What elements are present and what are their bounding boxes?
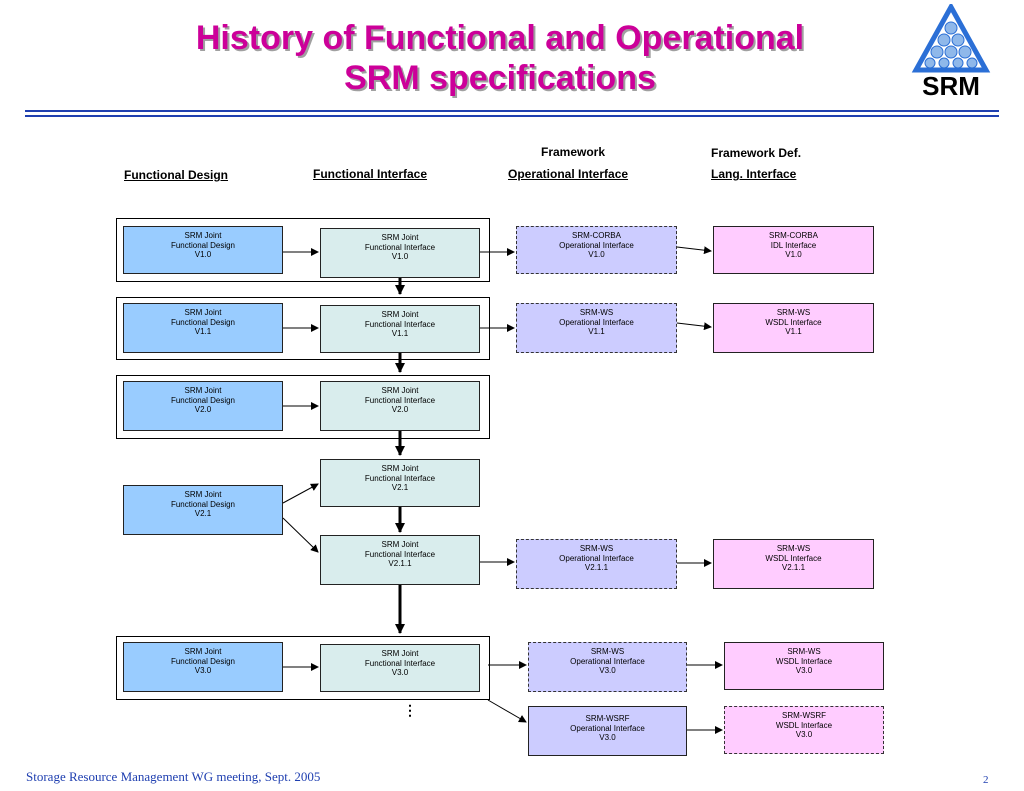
- group-v3-0: [116, 636, 490, 700]
- box-functional-design-v3-0: SRM Joint Functional Design V3.0: [123, 642, 283, 692]
- box-functional-design-v2-0: SRM Joint Functional Design V2.0: [123, 381, 283, 431]
- title-line-1: History of Functional and Operational: [195, 19, 805, 57]
- header-functional-design: Functional Design: [124, 168, 229, 182]
- box-functional-interface-v2-0: SRM Joint Functional Interface V2.0: [320, 381, 480, 431]
- arrow-fd-fi-v2-1-1: [282, 517, 319, 553]
- title-rule-bottom: [25, 115, 999, 117]
- arrow-fd-fi-v2-1: [282, 483, 319, 504]
- header-functional-interface: Functional Interface: [313, 167, 428, 181]
- box-functional-interface-v1-0: SRM Joint Functional Interface V1.0: [320, 228, 480, 278]
- box-srm-ws-wsdl-v1-1: SRM-WS WSDL Interface V1.1: [713, 303, 874, 353]
- header-operational-interface: Operational Interface: [508, 167, 629, 181]
- box-functional-interface-v1-1: SRM Joint Functional Interface V1.1: [320, 305, 480, 353]
- page-title: History of Functional and Operational SR…: [150, 18, 850, 98]
- box-srm-corba-operational-v1-0: SRM-CORBA Operational Interface V1.0: [516, 226, 677, 274]
- box-functional-interface-v2-1: SRM Joint Functional Interface V2.1: [320, 459, 480, 507]
- logo-text: SRM: [922, 71, 980, 100]
- page-number: 2: [983, 774, 989, 786]
- box-srm-corba-idl-v1-0: SRM-CORBA IDL Interface V1.0: [713, 226, 874, 274]
- box-srm-ws-wsdl-v3-0: SRM-WS WSDL Interface V3.0: [724, 642, 884, 690]
- box-srm-wsrf-operational-v3-0: SRM-WSRF Operational Interface V3.0: [528, 706, 687, 756]
- box-functional-interface-v3-0: SRM Joint Functional Interface V3.0: [320, 644, 480, 692]
- box-srm-ws-operational-v3-0: SRM-WS Operational Interface V3.0: [528, 642, 687, 692]
- header-lang-interface: Lang. Interface: [711, 167, 797, 181]
- header-framework-def: Framework Def.: [711, 146, 802, 160]
- box-functional-interface-v2-1-1: SRM Joint Functional Interface V2.1.1: [320, 535, 480, 585]
- arrow-op-li-v1-0: [676, 246, 712, 255]
- title-line-2: SRM specifications: [344, 59, 656, 97]
- arrow-fi-wsrf-v3-0: [487, 699, 527, 723]
- box-srm-wsrf-wsdl-v3-0: SRM-WSRF WSDL Interface V3.0: [724, 706, 884, 754]
- continuation-ellipsis: ⋮: [403, 702, 417, 718]
- group-v1-0: [116, 218, 490, 282]
- box-functional-design-v1-0: SRM Joint Functional Design V1.0: [123, 226, 283, 274]
- box-srm-ws-operational-v2-1-1: SRM-WS Operational Interface V2.1.1: [516, 539, 677, 589]
- title-rule-top: [25, 110, 999, 112]
- header-framework: Framework: [541, 145, 606, 159]
- arrow-op-li-v1-1: [676, 322, 712, 331]
- group-v2-0: [116, 375, 490, 439]
- footer-text: Storage Resource Management WG meeting, …: [26, 769, 321, 784]
- box-srm-ws-operational-v1-1: SRM-WS Operational Interface V1.1: [516, 303, 677, 353]
- box-srm-ws-wsdl-v2-1-1: SRM-WS WSDL Interface V2.1.1: [713, 539, 874, 589]
- srm-logo: SRM: [911, 4, 991, 100]
- box-functional-design-v1-1: SRM Joint Functional Design V1.1: [123, 303, 283, 353]
- box-functional-design-v2-1: SRM Joint Functional Design V2.1: [123, 485, 283, 535]
